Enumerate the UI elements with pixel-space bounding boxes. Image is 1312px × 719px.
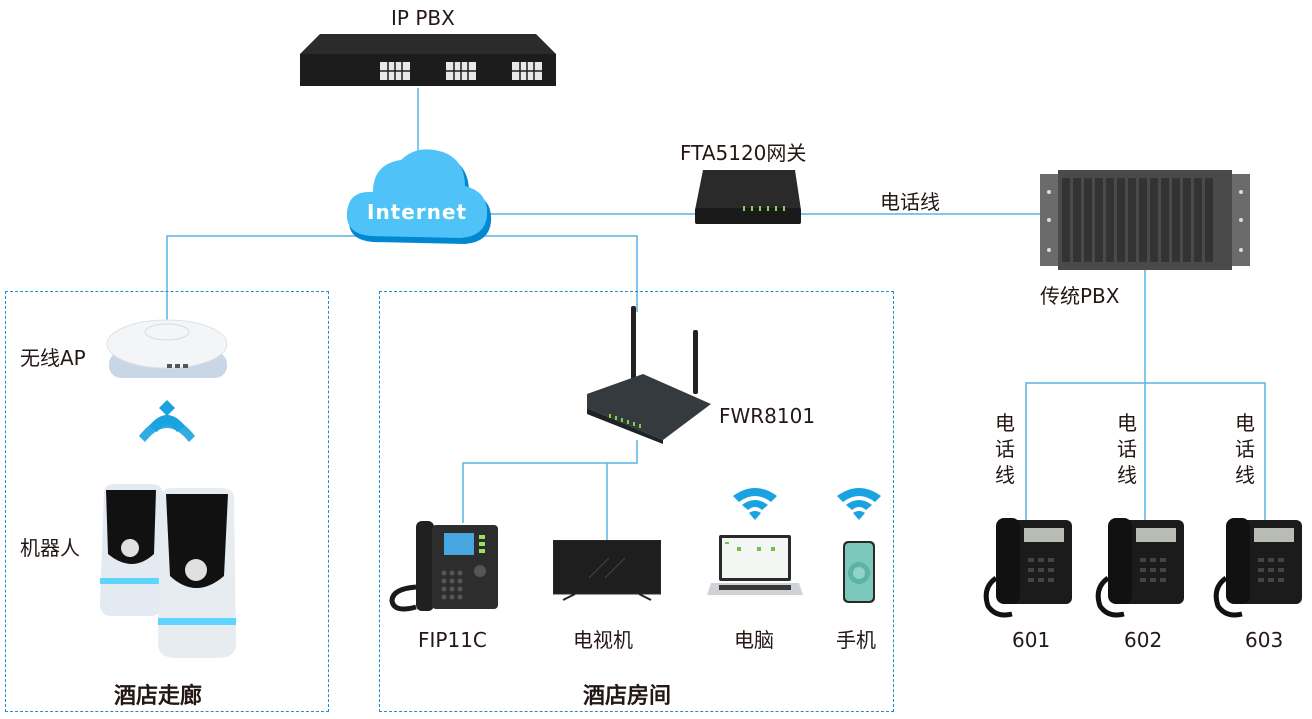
analog-phone-601-icon [983, 518, 1072, 618]
wifi-signal-computer-icon [733, 488, 777, 520]
ext-602-line-label: 电 话 线 [1117, 411, 1137, 487]
ip-phone-icon [389, 521, 498, 612]
tv-icon [553, 540, 661, 601]
wifi-signal-corridor-icon [139, 400, 195, 442]
internet-label: Internet [367, 200, 468, 224]
zone-corridor-label: 酒店走廊 [114, 684, 203, 709]
tv-label: 电视机 [573, 628, 633, 652]
zone-room [379, 291, 894, 712]
gateway-label: FTA5120网关 [680, 141, 807, 165]
trunk-line-label: 电话线 [880, 190, 940, 214]
mobile-label: 手机 [836, 628, 876, 652]
ext-602-number: 602 [1124, 628, 1163, 652]
link-internet-ap [166, 235, 380, 322]
wireless-ap-icon [106, 319, 228, 378]
gateway-icon [695, 170, 801, 224]
legacy-pbx-icon [1040, 170, 1250, 270]
router-icon [587, 306, 711, 444]
analog-phone-603-icon [1213, 518, 1302, 618]
wifi-signal-mobile-icon [837, 488, 881, 520]
mobile-icon [843, 541, 875, 603]
link-router-devices [462, 440, 638, 523]
laptop-icon [707, 535, 803, 595]
ext-603-number: 603 [1245, 628, 1284, 652]
router-label: FWR8101 [719, 404, 816, 428]
link-internet-router [480, 235, 638, 312]
robot-label: 机器人 [20, 536, 80, 560]
ip-pbx-icon [300, 34, 556, 86]
ext-603-line-label: 电 话 线 [1235, 411, 1255, 487]
legacy-pbx-label: 传统PBX [1040, 284, 1120, 308]
zone-corridor [5, 291, 329, 712]
ip-phone-label: FIP11C [418, 628, 487, 652]
wireless-ap-label: 无线AP [20, 346, 86, 370]
ext-601-line-label: 电 话 线 [995, 411, 1015, 487]
zone-room-label: 酒店房间 [583, 684, 672, 709]
ip-pbx-label: IP PBX [391, 6, 455, 30]
analog-phone-602-icon [1095, 518, 1184, 618]
computer-label: 电脑 [734, 628, 774, 652]
robot-icon [100, 484, 236, 658]
internet-cloud-icon [346, 149, 492, 244]
ext-601-number: 601 [1012, 628, 1051, 652]
